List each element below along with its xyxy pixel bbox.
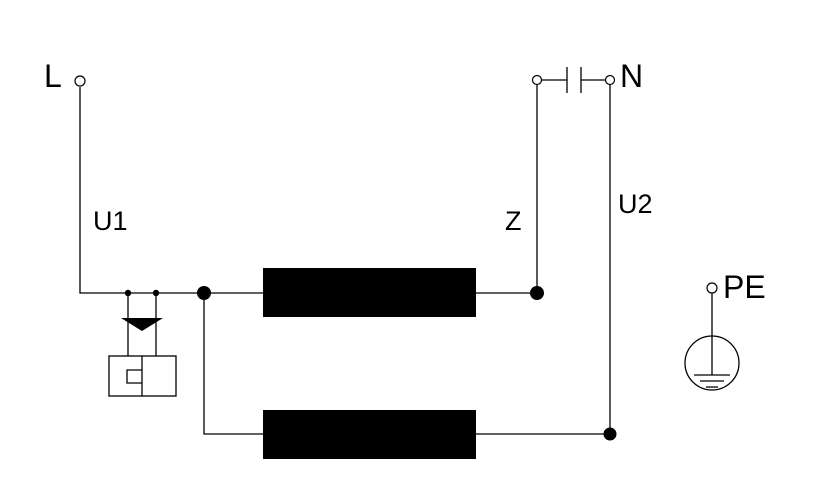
label-L: L bbox=[44, 58, 62, 94]
coil-upper bbox=[263, 268, 476, 317]
terminal-PE bbox=[706, 282, 718, 294]
junction-node-Z bbox=[530, 286, 544, 300]
protector-triangle bbox=[121, 318, 163, 331]
ground-circle bbox=[684, 335, 740, 391]
protector-contact-symbol bbox=[126, 369, 142, 384]
ground-icon bbox=[684, 293, 740, 391]
junction-node-U2 bbox=[603, 427, 617, 441]
label-U2: U2 bbox=[618, 189, 653, 219]
terminal-L bbox=[74, 75, 86, 87]
junction-node-left bbox=[197, 286, 211, 300]
label-Z: Z bbox=[505, 206, 522, 236]
terminal-capacitor-left bbox=[531, 74, 543, 86]
wire-L bbox=[79, 87, 263, 294]
coil-lower bbox=[263, 410, 476, 459]
label-U1: U1 bbox=[93, 206, 128, 236]
terminal-N bbox=[604, 74, 616, 86]
wire-branch-lower bbox=[203, 293, 263, 435]
label-N: N bbox=[620, 58, 643, 94]
label-PE: PE bbox=[723, 269, 766, 305]
thermal-protector bbox=[108, 289, 177, 397]
